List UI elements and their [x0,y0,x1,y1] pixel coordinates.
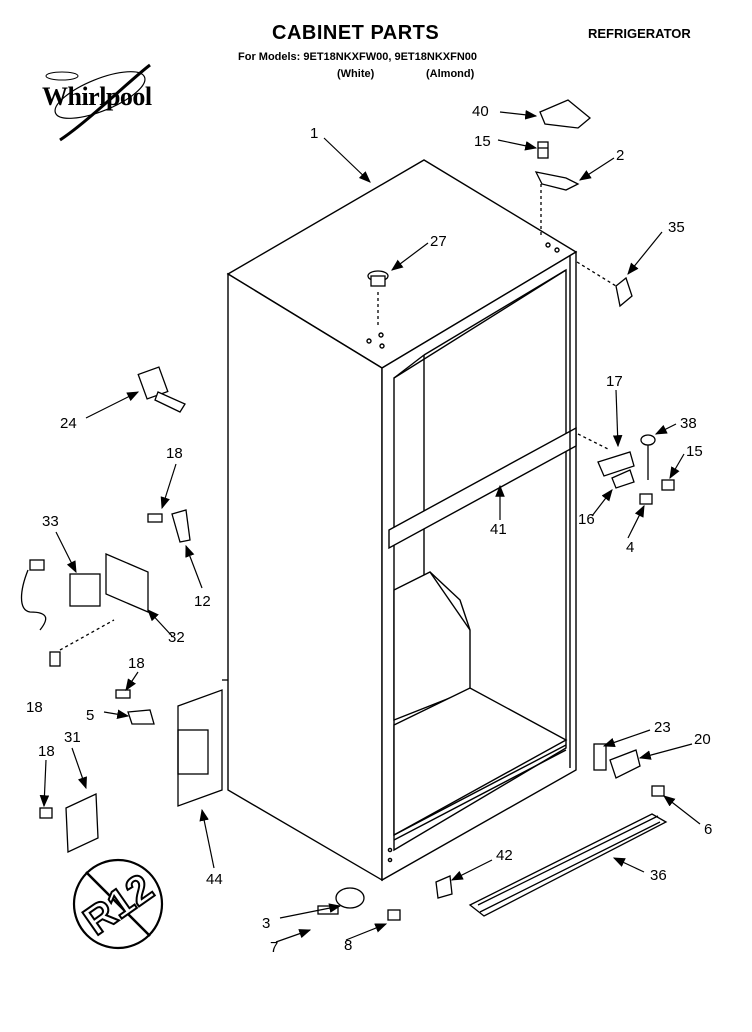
pin-part [611,469,635,489]
callout-18-d: 18 [38,743,55,760]
callout-12: 12 [194,593,211,610]
callout-16: 16 [578,511,595,528]
whirlpool-logo [45,63,151,142]
grille-clip-part [435,875,453,899]
center-hinge-part [597,451,635,477]
screw-part [661,479,675,491]
callout-36: 36 [650,867,667,884]
top-hinge-part [534,171,580,191]
callout-41: 41 [490,521,507,538]
callout-5: 5 [86,707,94,724]
callout-15-mid: 15 [686,443,703,460]
toe-bracket-part [177,689,223,807]
plug-part [367,270,389,287]
callout-4: 4 [626,539,634,556]
r12-refrigerant-badge: R12 [72,858,164,950]
callout-1: 1 [310,125,318,142]
callout-44: 44 [206,871,223,888]
callout-42: 42 [496,847,513,864]
callout-7: 7 [270,939,278,956]
screw-part [115,689,131,699]
callout-8: 8 [344,937,352,954]
appliance-category: REFRIGERATOR [588,26,691,41]
screw-part [537,141,549,159]
washer-part [640,434,656,446]
callout-15-top: 15 [474,133,491,150]
screw-part [651,785,665,797]
clip-part [127,709,155,725]
callout-2: 2 [616,147,624,164]
r12-text: R12 [76,866,161,944]
callout-18-c: 18 [128,655,145,672]
model-numbers: For Models: 9ET18NKXFW00, 9ET18NKXFN00 [238,51,478,63]
brand-logo-text: Whirlpool [42,82,152,111]
screw-part [147,513,163,523]
callout-32: 32 [168,629,185,646]
screw-part [387,909,401,921]
roller-part [335,887,365,909]
screw-part [39,807,53,819]
callout-33: 33 [42,513,59,530]
transformer-part [20,559,101,631]
callout-20: 20 [694,731,711,748]
callout-17: 17 [606,373,623,390]
cover-part [65,793,99,853]
callout-18-b: 18 [26,699,43,716]
callout-31: 31 [64,729,81,746]
color-almond-label: (Almond) [426,68,475,80]
callout-40: 40 [472,103,489,120]
spacer-part [593,743,607,771]
callout-23: 23 [654,719,671,736]
callout-24: 24 [60,415,77,432]
callout-35: 35 [668,219,685,236]
trim-piece-part [615,276,633,308]
callout-3: 3 [262,915,270,932]
toe-grille-part [468,813,668,917]
diagram-title: CABINET PARTS [272,22,440,44]
screw-part [49,651,61,667]
color-white-label: (White) [337,68,375,80]
callout-labels: 1 2 3 4 5 6 7 8 12 15 15 16 17 18 18 18 … [26,103,712,956]
callout-38: 38 [680,415,697,432]
callout-18-a: 18 [166,445,183,462]
handle-bracket-part [137,366,186,413]
callout-27: 27 [430,233,447,250]
mounting-plate-part [105,553,149,613]
callout-6: 6 [704,821,712,838]
screw-part [639,493,653,505]
bottom-hinge-part [609,749,641,779]
hinge-cover-part [539,99,592,129]
bracket-part [171,509,191,543]
refrigerator-cabinet [226,159,578,882]
